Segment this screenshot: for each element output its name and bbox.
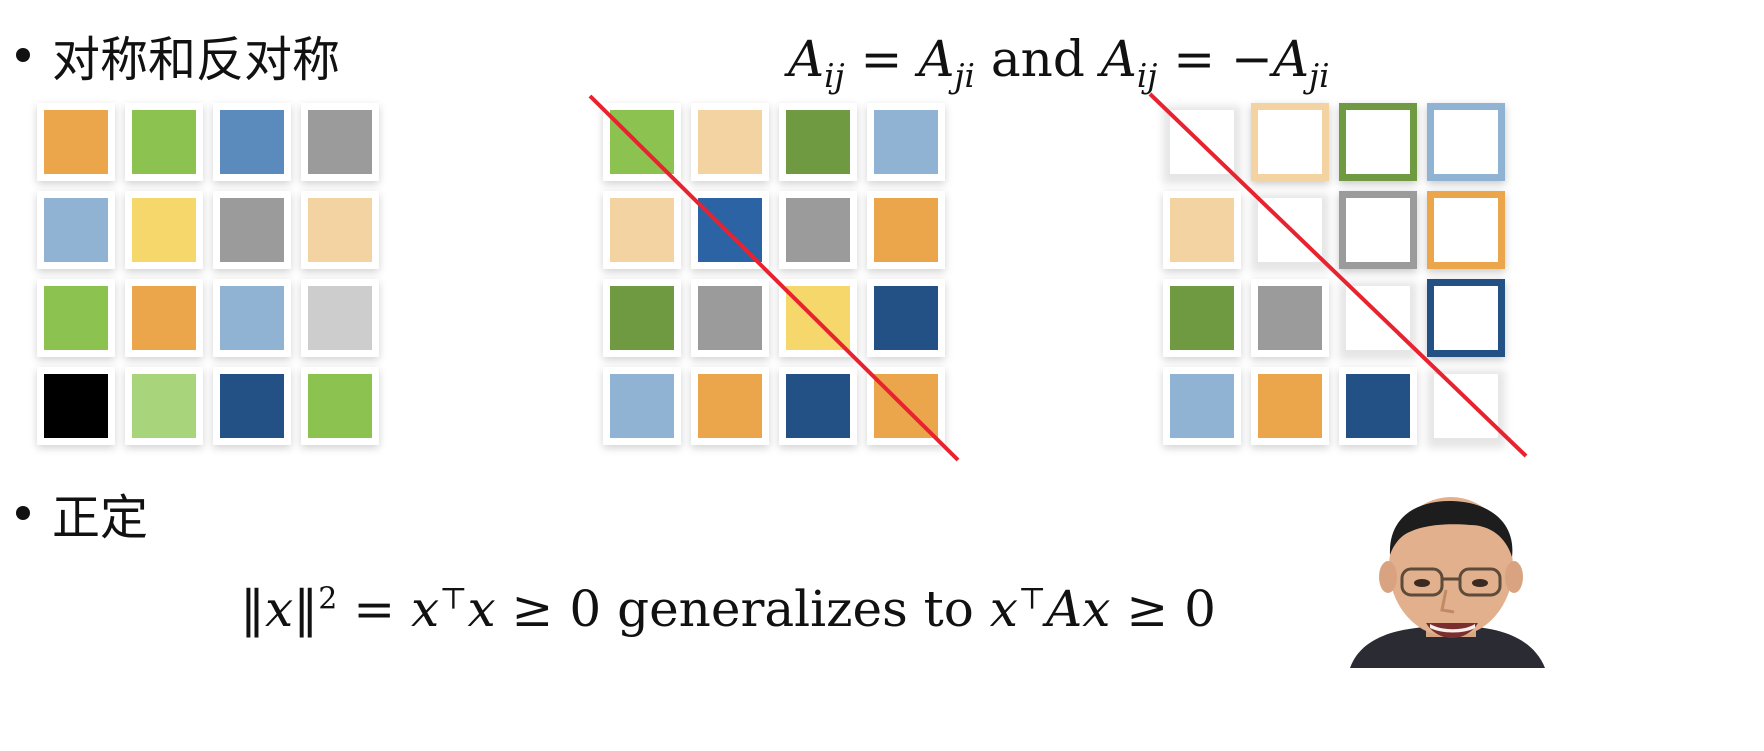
formula-word: generalizes to (617, 580, 974, 638)
formula-superscript: ⊤ (439, 581, 467, 616)
formula-symbol: x (1082, 580, 1110, 638)
positive-definite-formula: ‖x‖2 = x⊤x ≥ 0 generalizes to x⊤Ax ≥ 0 (240, 580, 1216, 638)
formula-symbol: A (1046, 580, 1082, 638)
presenter-face-image (1330, 495, 1568, 668)
antisymmetric-diagonal-line (1150, 94, 1526, 456)
presenter-webcam (1330, 495, 1568, 668)
formula-symbol: x (411, 580, 439, 638)
formula-symbol: ‖ (293, 580, 318, 638)
formula-operator: ≥ 0 (512, 580, 602, 638)
formula-symbol: ‖ (240, 580, 265, 638)
formula-operator: ≥ 0 (1126, 580, 1216, 638)
formula-symbol: x (467, 580, 495, 638)
formula-superscript: ⊤ (1018, 581, 1046, 616)
symmetric-diagonal-line (590, 96, 958, 460)
formula-superscript: 2 (318, 581, 337, 616)
formula-symbol: x (265, 580, 293, 638)
formula-operator: = (353, 580, 395, 638)
formula-symbol: x (990, 580, 1018, 638)
